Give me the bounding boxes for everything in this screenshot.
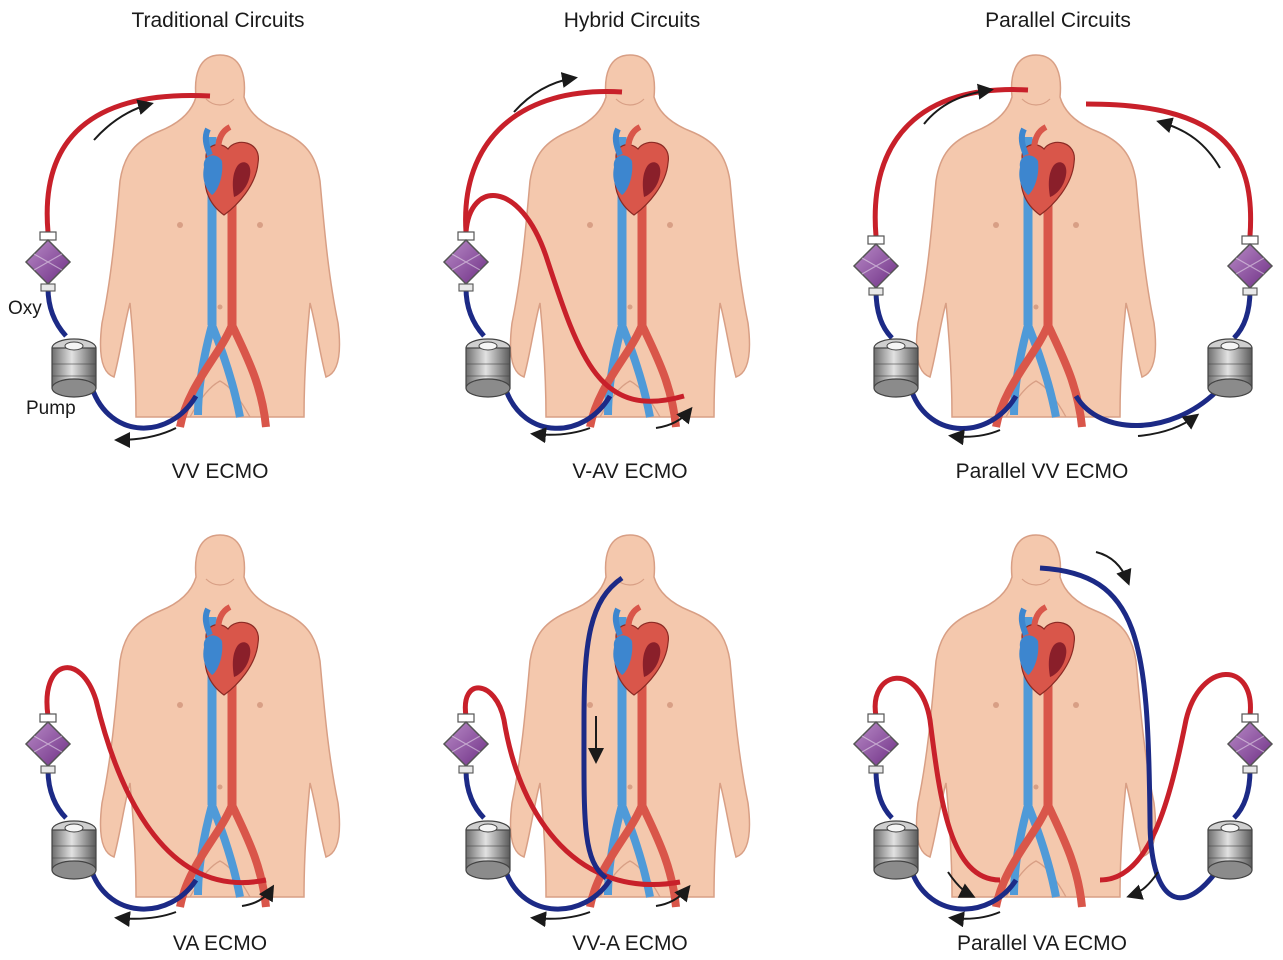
- pump-v-av-ecmo: [466, 339, 510, 397]
- torso-parallel-va-ecmo: [917, 535, 1156, 907]
- oxygenator-left-parallel-va-ecmo: [854, 714, 898, 773]
- caption-vv-ecmo: VV ECMO: [70, 460, 370, 484]
- oxygenator-va-ecmo: [26, 714, 70, 773]
- pump-right-parallel-va-ecmo: [1208, 821, 1252, 879]
- pump-right-parallel-vv-ecmo: [1208, 339, 1252, 397]
- caption-parallel-vv-ecmo: Parallel VV ECMO: [892, 460, 1192, 484]
- oxygenator-left-parallel-vv-ecmo: [854, 236, 898, 295]
- pump-vv-ecmo: [52, 339, 96, 397]
- oxygenator-right-parallel-va-ecmo: [1228, 714, 1272, 773]
- pump-label: Pump: [26, 398, 76, 420]
- oxygenator-vv-a-ecmo: [444, 714, 488, 773]
- pump-va-ecmo: [52, 821, 96, 879]
- column-title-parallel: Parallel Circuits: [928, 9, 1188, 33]
- pump-left-parallel-va-ecmo: [874, 821, 918, 879]
- torso-v-av-ecmo: [511, 55, 750, 427]
- torso-vv-ecmo: [101, 55, 340, 427]
- caption-v-av-ecmo: V-AV ECMO: [480, 460, 780, 484]
- column-title-hybrid: Hybrid Circuits: [502, 9, 762, 33]
- caption-vv-a-ecmo: VV-A ECMO: [480, 932, 780, 956]
- oxygenator-vv-ecmo: [26, 232, 70, 291]
- torso-va-ecmo: [101, 535, 340, 907]
- caption-va-ecmo: VA ECMO: [70, 932, 370, 956]
- oxygenator-v-av-ecmo: [444, 232, 488, 291]
- torso-vv-a-ecmo: [511, 535, 750, 907]
- oxygenator-label: Oxy: [8, 298, 42, 320]
- caption-parallel-va-ecmo: Parallel VA ECMO: [892, 932, 1192, 956]
- column-title-traditional: Traditional Circuits: [88, 9, 348, 33]
- torso-parallel-vv-ecmo: [917, 55, 1156, 427]
- pump-left-parallel-vv-ecmo: [874, 339, 918, 397]
- pump-vv-a-ecmo: [466, 821, 510, 879]
- oxygenator-right-parallel-vv-ecmo: [1228, 236, 1272, 295]
